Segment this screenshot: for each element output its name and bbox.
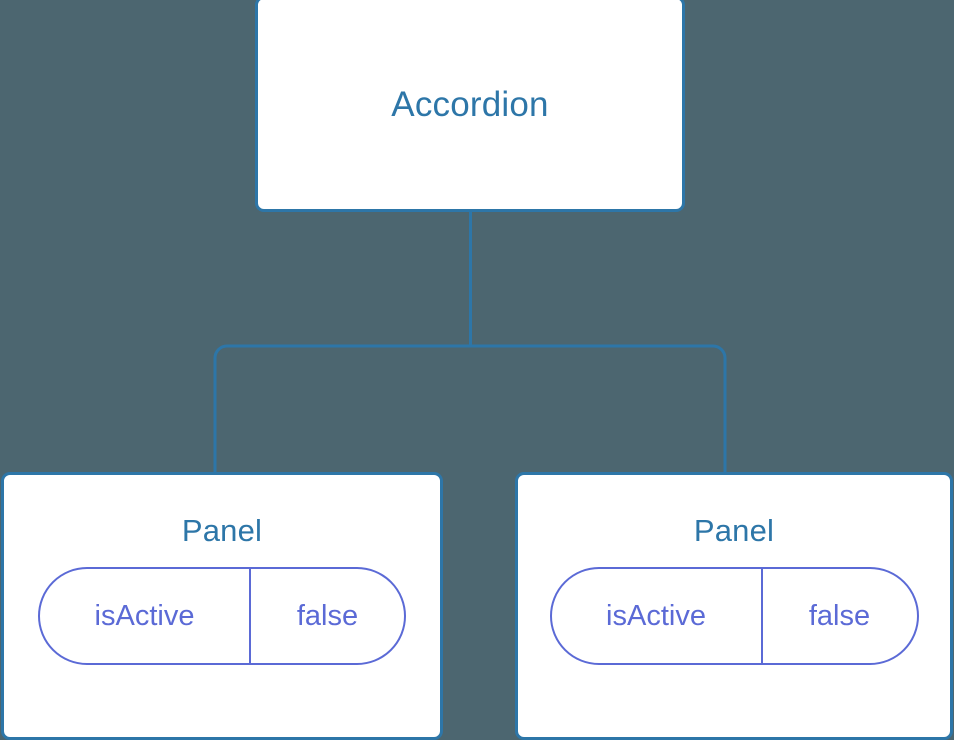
state-key-isactive: isActive xyxy=(552,569,763,663)
state-value-isactive: false xyxy=(296,599,359,632)
node-panel-left-title: Panel xyxy=(181,513,263,548)
node-accordion[interactable]: Accordion xyxy=(255,0,685,212)
node-accordion-title: Accordion xyxy=(391,84,549,124)
state-pill-panel-right[interactable]: isActive false xyxy=(549,567,919,665)
edge-to-panel-left xyxy=(213,344,471,476)
node-panel-right-title: Panel xyxy=(693,513,775,548)
state-pill-panel-left[interactable]: isActive false xyxy=(38,567,406,665)
node-panel-left[interactable]: Panel isActive false xyxy=(1,472,443,740)
node-panel-right[interactable]: Panel isActive false xyxy=(515,472,953,740)
edge-to-panel-right xyxy=(470,344,727,476)
state-value-isactive: false xyxy=(808,599,871,632)
state-key-isactive: isActive xyxy=(40,569,251,663)
